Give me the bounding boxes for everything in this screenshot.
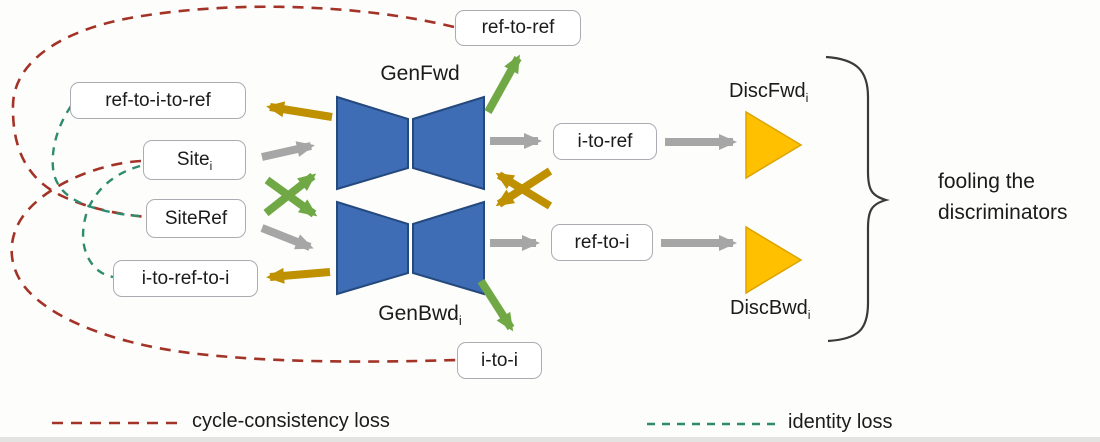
green-arrows [263, 54, 522, 332]
arrow-siteref-to-genbwd [260, 224, 314, 251]
identity-loss-curve-bottom [81, 164, 141, 279]
fooling-brace [825, 55, 890, 343]
node-i-to-i-label: i-to-i [481, 349, 518, 371]
node-i-to-ref-label: i-to-ref [577, 130, 633, 152]
arrow-sitei-to-genfwd [261, 141, 315, 161]
generator-fwd-label: GenFwd [380, 62, 460, 85]
brace-annotation: fooling the discriminators [938, 166, 1068, 228]
arrow-genfwd-to-reftoitoref [266, 101, 333, 121]
node-ref-to-i: ref-to-i [551, 224, 653, 261]
brace-annotation-line1: fooling the [938, 170, 1035, 193]
arrow-genbwd-to-itoreftoi [266, 267, 331, 284]
node-site-i: Sitei [143, 140, 246, 180]
identity-loss-curve-top [51, 105, 145, 218]
cycle-consistency-curves [10, 5, 457, 363]
discriminator-fwd-shape [745, 110, 803, 180]
gray-arrows [260, 133, 737, 251]
discriminator-fwd-label: DiscFwdi [729, 80, 809, 105]
node-ref-to-i-to-ref: ref-to-i-to-ref [70, 82, 246, 119]
arrow-sitei-to-genbwd-cross [264, 176, 318, 218]
arrow-genfwd-to-reftoref [484, 54, 522, 114]
generator-bwd-label: GenBwdi [378, 302, 462, 329]
arrow-cross-to-genbwd [495, 167, 553, 208]
node-i-to-i: i-to-i [457, 342, 542, 379]
node-ref-to-ref: ref-to-ref [455, 10, 581, 46]
node-ref-to-ref-label: ref-to-ref [481, 17, 555, 38]
generator-fwd-shape [336, 95, 485, 191]
legend-cycle-label: cycle-consistency loss [192, 410, 390, 432]
node-ref-to-i-label: ref-to-i [574, 231, 630, 253]
legend-identity-label: identity loss [788, 411, 893, 433]
bottom-edge-artifact [0, 437, 1100, 442]
node-i-to-ref-to-i-label: i-to-ref-to-i [141, 267, 230, 289]
identity-loss-curves [51, 105, 145, 279]
generator-bwd-shape [336, 200, 485, 296]
discriminator-bwd-shape [745, 225, 803, 295]
node-site-ref: SiteRef [146, 199, 246, 238]
node-i-to-ref: i-to-ref [553, 123, 657, 160]
brace-annotation-line2: discriminators [938, 201, 1068, 224]
discriminator-bwd-label: DiscBwdi [730, 297, 811, 322]
node-site-ref-label: SiteRef [164, 207, 228, 229]
cycle-loss-curve-top [11, 5, 455, 219]
cycle-loss-curve-bottom [10, 159, 457, 363]
node-i-to-ref-to-i: i-to-ref-to-i [113, 260, 258, 297]
node-ref-to-i-to-ref-label: ref-to-i-to-ref [105, 89, 211, 111]
node-site-i-label: Sitei [176, 149, 213, 173]
olive-arrows [266, 101, 553, 284]
arrow-genbwd-to-itoi [477, 278, 515, 332]
